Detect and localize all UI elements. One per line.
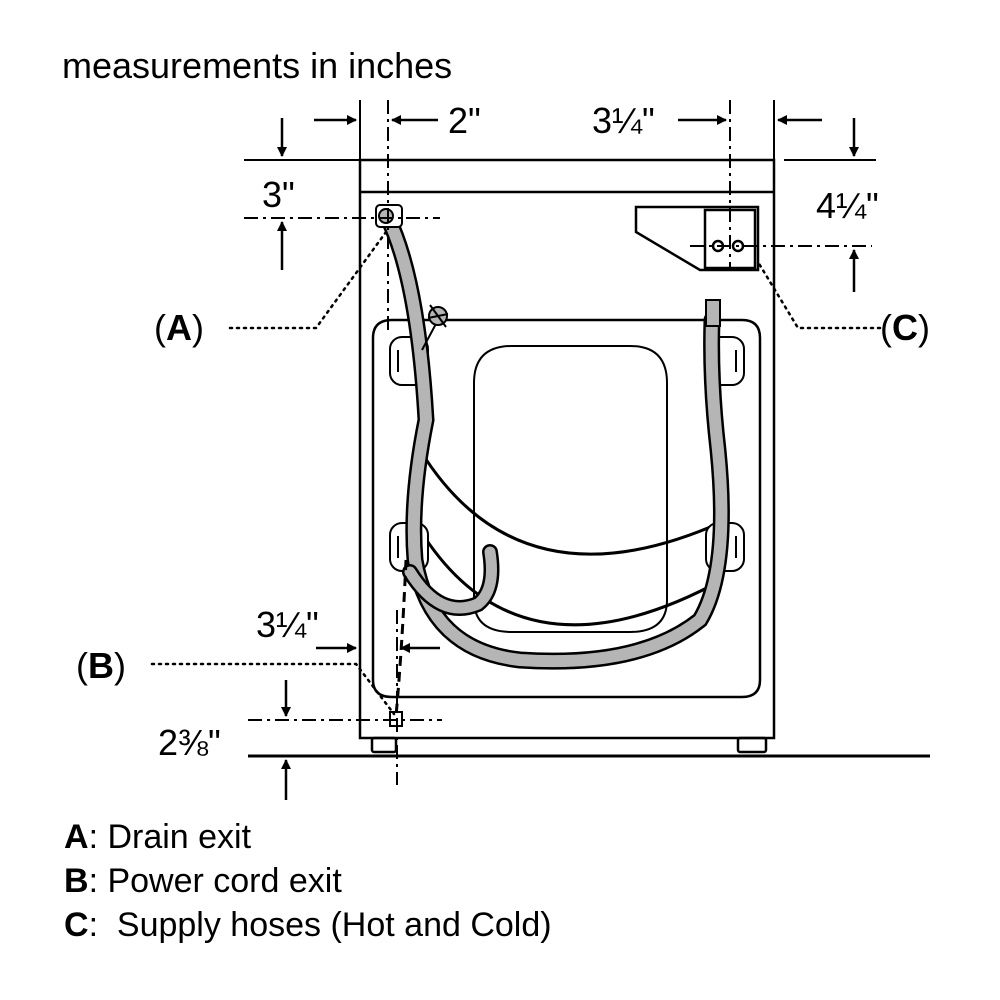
callout-c: (C) bbox=[880, 307, 930, 348]
washer-body bbox=[358, 158, 776, 754]
dim-bottom-height: 2⅜" bbox=[158, 722, 221, 763]
dim-bottom-side: 3¼" bbox=[256, 604, 319, 645]
legend-item: B: Power cord exit bbox=[64, 862, 342, 900]
dim-top-right: 4¼" bbox=[816, 185, 879, 226]
legend-item: A: Drain exit bbox=[64, 818, 252, 856]
supply-valve-bracket bbox=[634, 205, 760, 272]
drain-hose bbox=[379, 209, 730, 670]
drain-exit-port bbox=[378, 208, 394, 224]
legend: A: Drain exit B: Power cord exit C: Supp… bbox=[64, 818, 552, 944]
dim-left-side: 2" bbox=[448, 100, 481, 141]
dim-right-side: 3¼" bbox=[592, 100, 655, 141]
hose-clamp-icon bbox=[421, 304, 449, 351]
extension-lines bbox=[244, 100, 876, 161]
dim-top-left: 3" bbox=[262, 174, 295, 215]
diagram-title: measurements in inches bbox=[62, 45, 452, 86]
callout-b: (B) bbox=[76, 645, 126, 686]
dimension-arrows bbox=[277, 115, 859, 800]
inlet-hose bbox=[402, 544, 500, 616]
legend-item: C: Supply hoses (Hot and Cold) bbox=[64, 906, 552, 944]
support-cables bbox=[418, 449, 723, 627]
callout-a: (A) bbox=[154, 307, 204, 348]
reference-lines bbox=[244, 100, 872, 785]
callout-leaders bbox=[150, 230, 882, 716]
inner-tub bbox=[473, 345, 668, 633]
supply-hose-end bbox=[705, 299, 721, 327]
back-panel bbox=[371, 318, 762, 699]
